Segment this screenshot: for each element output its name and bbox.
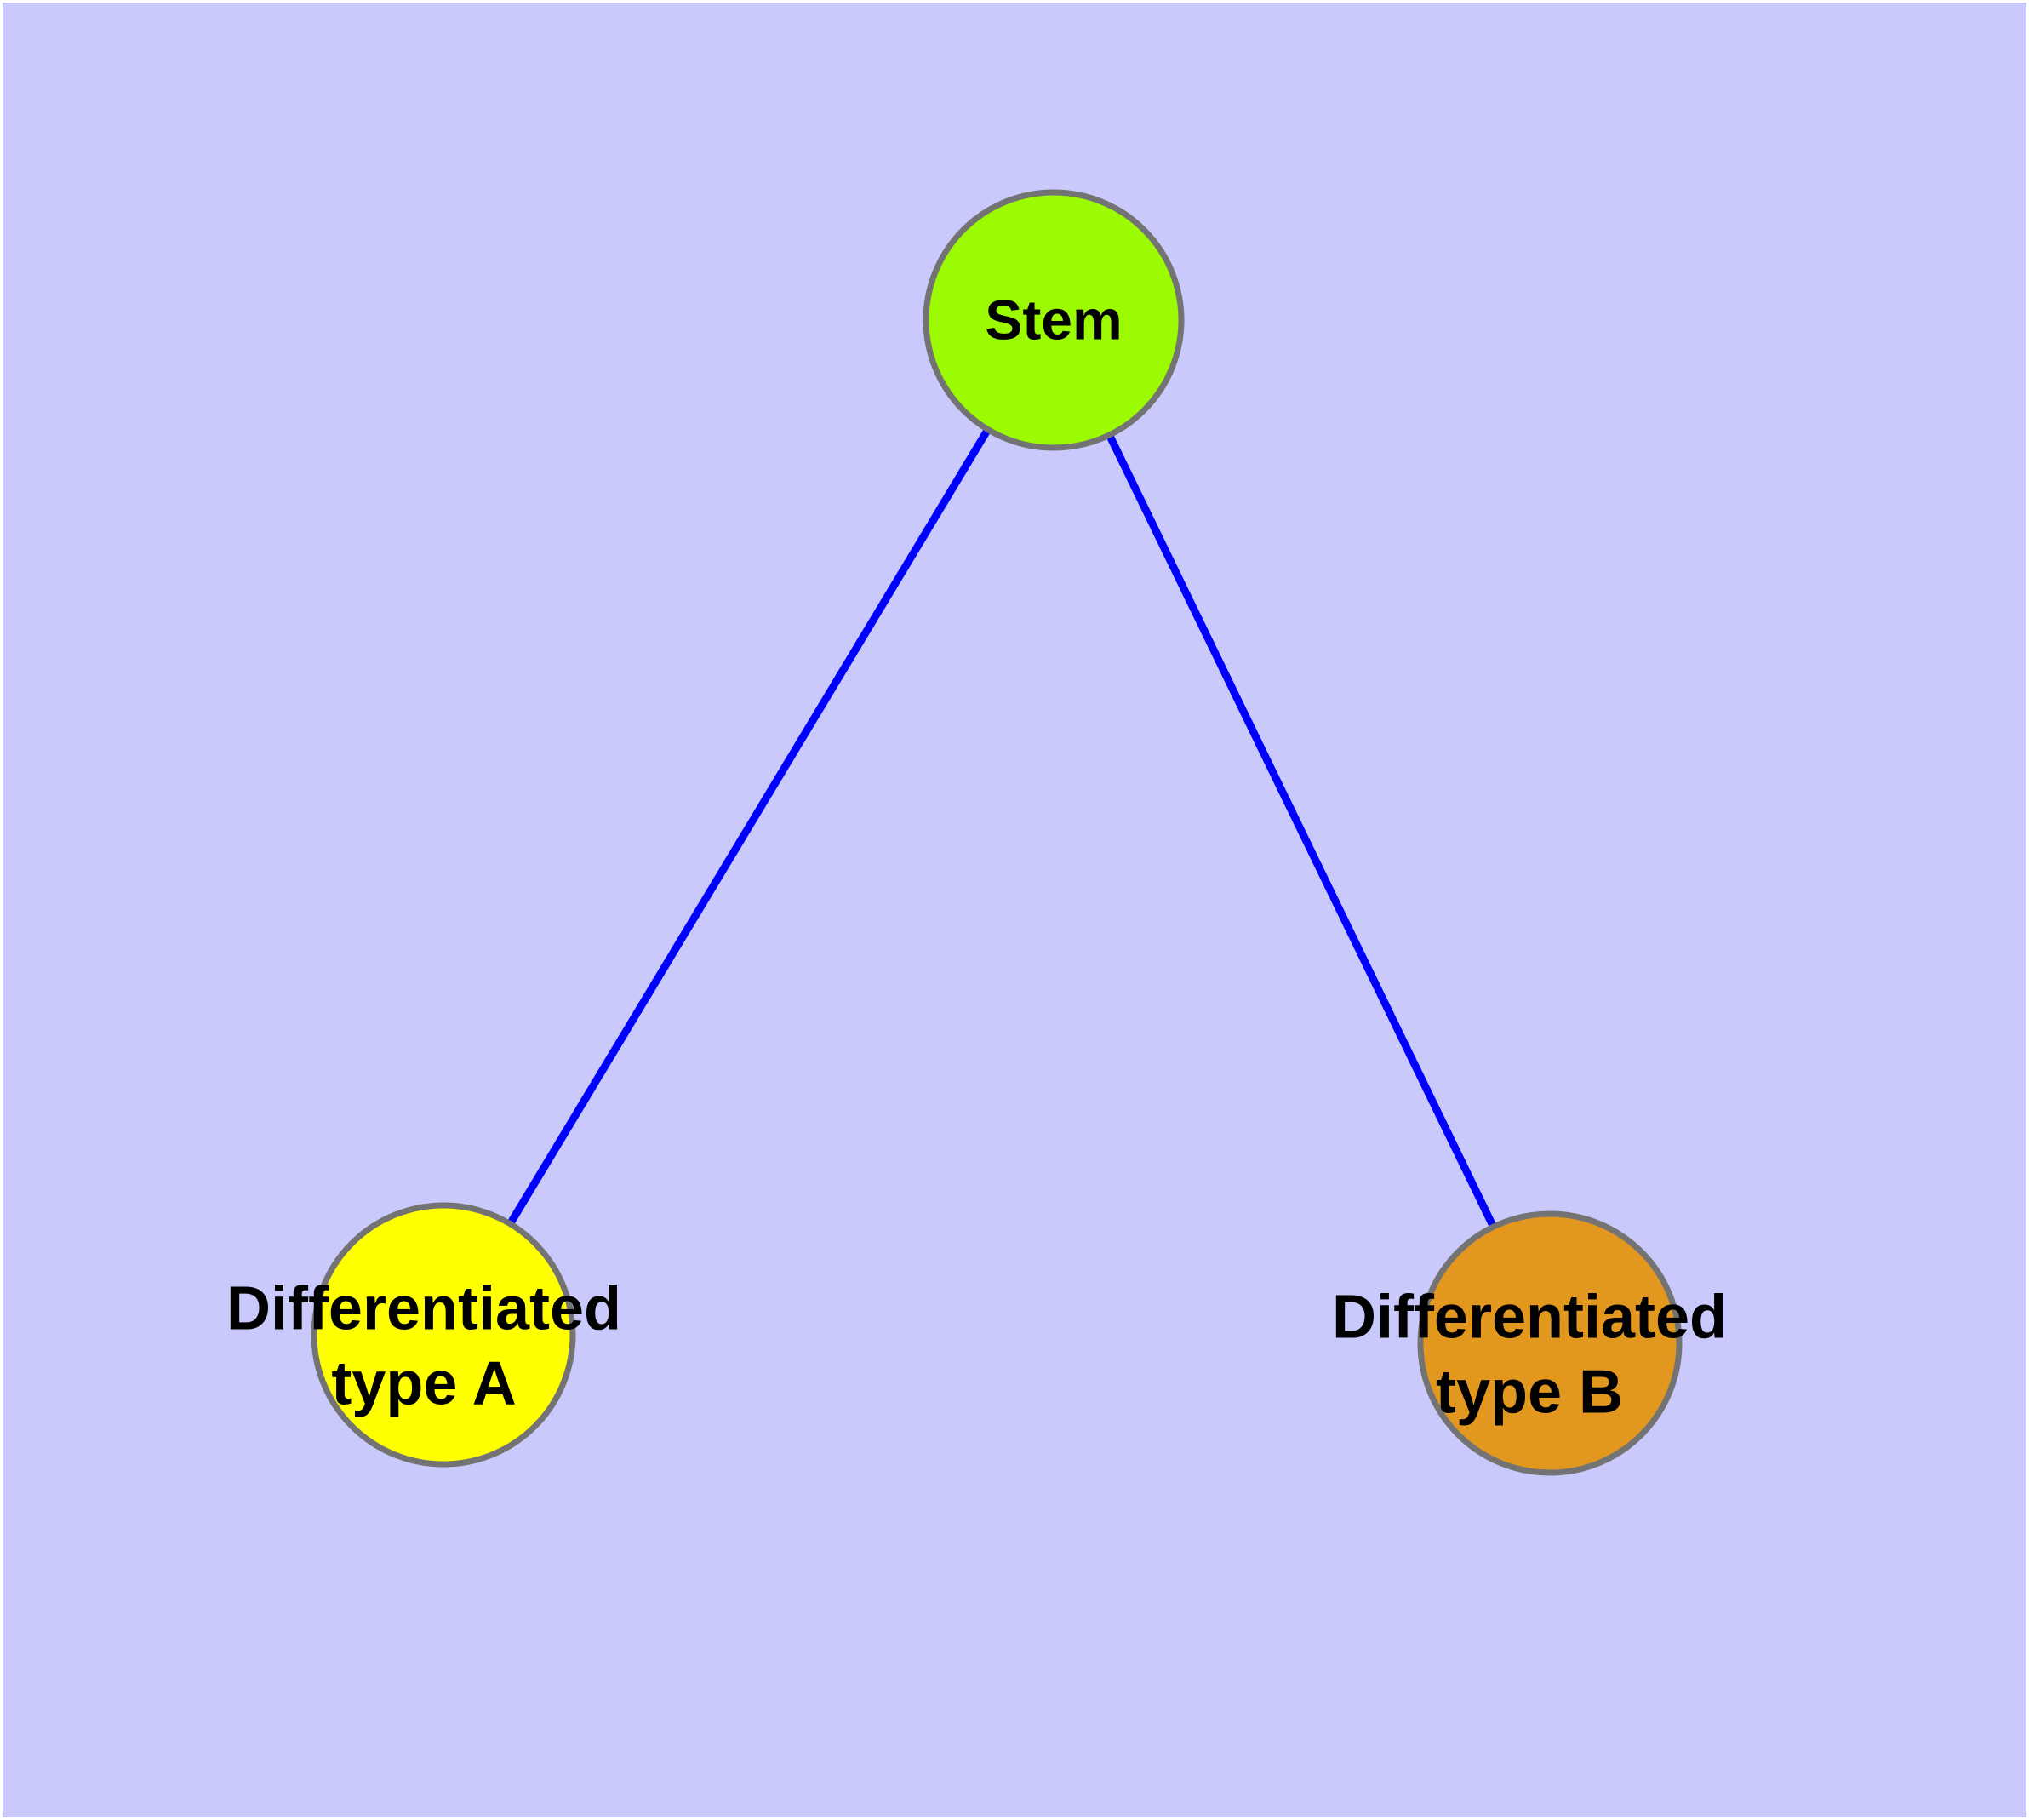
node-differentiated-type-b[interactable] xyxy=(1417,1210,1683,1476)
edge-stem-to-differentiated-type-b[interactable] xyxy=(1049,318,1554,1345)
node-label-line: Differentiated xyxy=(1332,1284,1727,1352)
node-layer xyxy=(311,189,1683,1476)
node-circle-differentiated-type-a[interactable] xyxy=(311,1202,576,1468)
node-circle-stem[interactable] xyxy=(923,189,1185,451)
node-circle-differentiated-type-b[interactable] xyxy=(1417,1210,1683,1476)
node-label-line: type B xyxy=(1436,1358,1623,1426)
edge-stem-to-differentiated-type-a[interactable] xyxy=(440,318,1057,1337)
node-label-stem: Stem xyxy=(985,288,1122,351)
edge-layer xyxy=(440,318,1554,1345)
node-stem[interactable] xyxy=(923,189,1185,451)
node-label-line: Differentiated xyxy=(226,1275,621,1343)
node-differentiated-type-a[interactable] xyxy=(311,1202,576,1468)
node-label-line: Stem xyxy=(985,288,1122,351)
node-label-line: type A xyxy=(331,1349,516,1417)
